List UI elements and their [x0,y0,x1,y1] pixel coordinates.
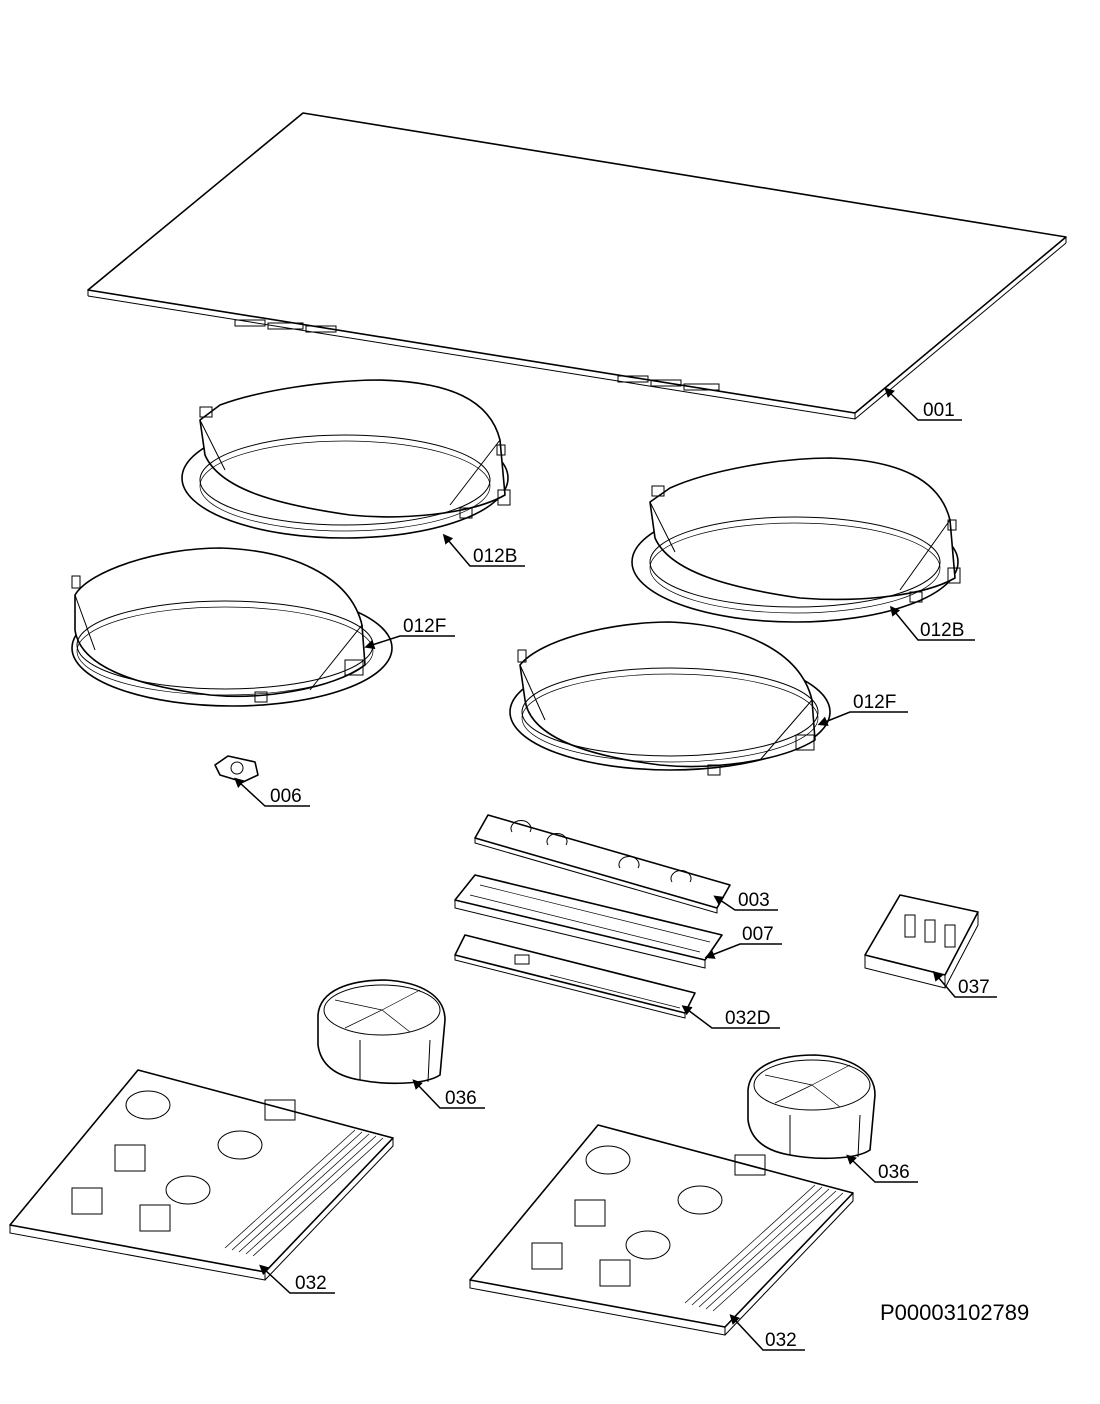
callout-036-left: 036 [445,1088,477,1109]
induction-coil-back-left [181,379,511,539]
terminal-block [864,894,979,989]
callout-012B-right: 012B [920,620,964,641]
callout-leaders [234,387,997,1351]
leader-012F-right [817,711,908,726]
callout-032D: 032D [725,1008,770,1029]
leader-036-left [412,1079,485,1109]
callout-032-left: 032 [295,1273,327,1294]
control-key-frame [454,874,723,969]
leader-037 [932,970,997,998]
callout-012B-left: 012B [473,546,517,567]
induction-coil-back-right [631,457,961,623]
callout-006: 006 [270,786,302,807]
induction-coil-front-right [509,621,831,776]
callout-007: 007 [742,924,774,945]
callout-001: 001 [923,400,955,421]
power-board-left [9,1069,394,1281]
control-power-module [454,934,696,1019]
callout-labels: 001 012B 012B 012F 012F 006 003 007 032D… [270,400,990,1351]
temperature-sensor [214,755,259,783]
cooling-fan-left [317,979,446,1085]
leader-003 [713,895,778,911]
leader-001 [884,387,962,421]
leader-012F-left [364,635,455,650]
leader-036-right [846,1154,918,1183]
cooling-fan-right [747,1054,876,1160]
power-board-right [469,1124,854,1336]
callout-036-right: 036 [878,1162,910,1183]
glass-top-plate [87,112,1067,420]
callout-032-right: 032 [765,1330,797,1351]
induction-coil-front-left [71,547,393,707]
callout-012F-right: 012F [853,692,896,713]
leader-006 [234,777,310,807]
document-number: P00003102789 [880,1300,1030,1325]
callout-003: 003 [738,890,770,911]
leader-012B-left [442,533,525,567]
touch-control-board [474,814,731,914]
callout-037: 037 [958,977,990,998]
leader-032-left [259,1264,335,1294]
callout-012F-left: 012F [403,616,446,637]
leader-032-right [729,1314,805,1351]
leader-032D [681,1005,780,1029]
leader-007 [704,943,782,959]
leader-012B-right [889,605,975,641]
